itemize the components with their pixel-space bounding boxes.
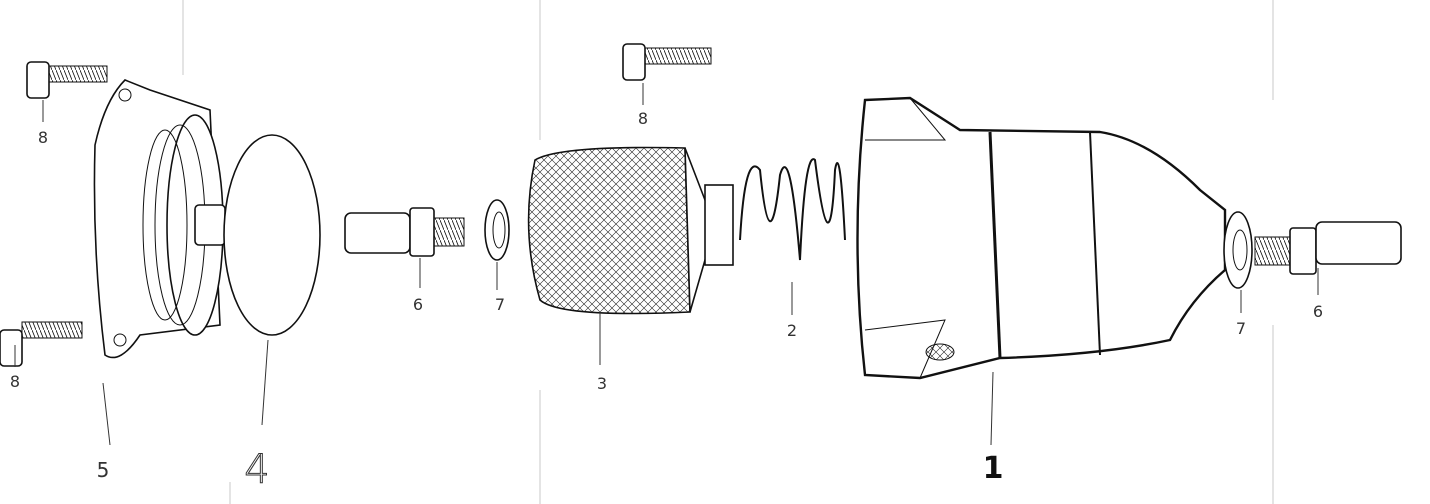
label-screw-top-center: 8 [638,109,648,128]
label-washer-right: 7 [1236,319,1246,338]
screw-top-center [622,43,712,105]
screw-bottom-left [0,321,83,367]
guide-lines [182,0,1274,504]
washer-left [484,199,510,290]
filter-element [527,146,734,365]
label-washer-left: 7 [495,295,505,314]
fitting-left [344,207,465,288]
fitting-right [1254,221,1402,295]
label-cover: 5 [97,458,110,482]
label-fitting-right: 6 [1313,302,1323,321]
screw-top-left [26,61,108,122]
cover-plate [93,79,226,446]
label-screw-bottom-left: 8 [10,372,20,391]
gasket-ring [223,134,321,426]
label-screw-top-left: 8 [38,128,48,147]
label-spring: 2 [787,321,797,340]
spring [739,158,846,315]
label-housing: 1 [983,451,1004,486]
washer-right [1223,211,1253,313]
housing-bowl [856,96,1227,446]
label-filter-element: 3 [597,374,607,393]
label-gasket: 4 [244,447,269,493]
label-fitting-left: 6 [413,295,423,314]
